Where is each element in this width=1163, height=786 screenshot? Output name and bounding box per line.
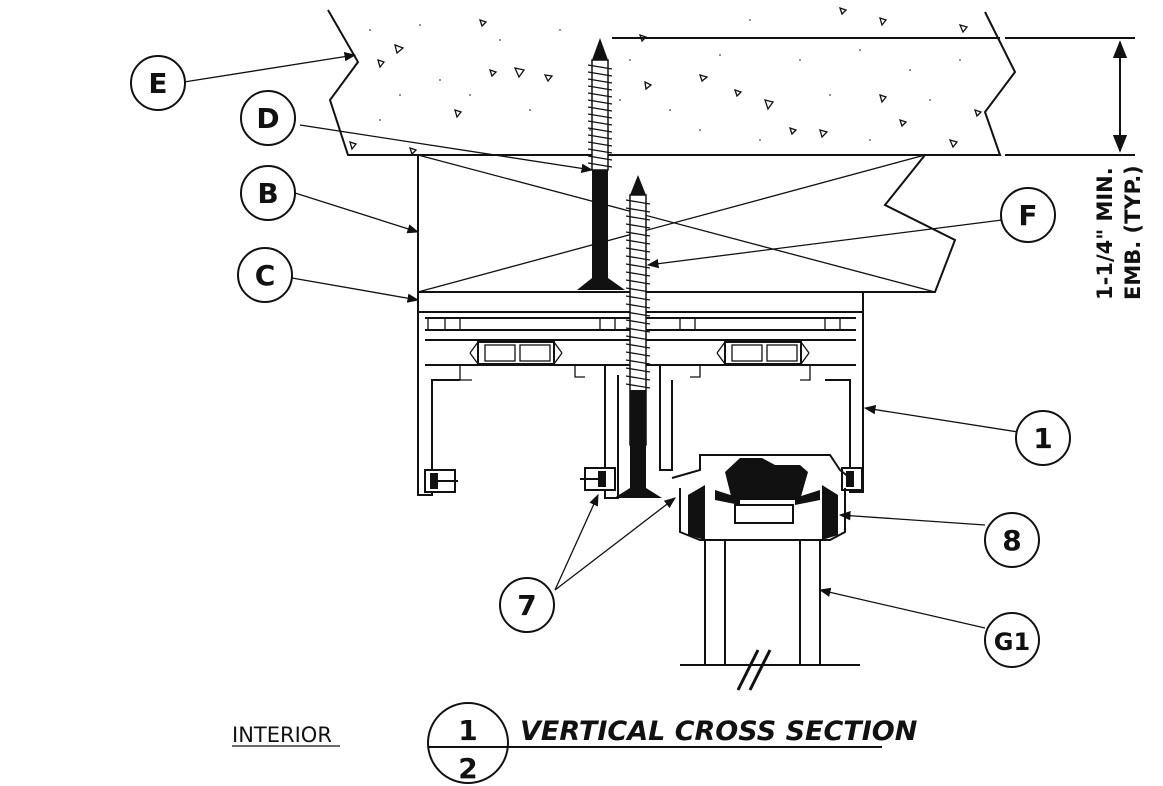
svg-text:F: F — [1018, 199, 1037, 232]
glass-unit — [680, 540, 860, 691]
svg-text:C: C — [255, 259, 276, 292]
callout-f: F — [1000, 187, 1056, 243]
fastener-d — [577, 38, 625, 290]
callout-b: B — [240, 165, 296, 221]
callout-c: C — [237, 247, 293, 303]
svg-text:8: 8 — [1002, 524, 1021, 557]
callout-e: E — [130, 55, 186, 111]
footer: INTERIOR 1 2 VERTICAL CROSS SECTION — [232, 702, 918, 785]
leader-lines — [183, 52, 1019, 629]
callout-d: D — [240, 90, 296, 146]
glazing-pocket — [671, 454, 851, 541]
svg-text:7: 7 — [517, 589, 536, 622]
drawing-title: VERTICAL CROSS SECTION — [520, 716, 918, 747]
aggregate-pattern — [349, 6, 983, 156]
svg-text:B: B — [257, 177, 278, 210]
callout-g1: G1 — [984, 612, 1040, 668]
detail-number: 1 — [458, 714, 477, 747]
dimension-line-2: EMB. (TYP.) — [1121, 165, 1145, 300]
concrete-substrate — [327, 6, 1017, 156]
fastener-f — [614, 175, 662, 498]
dimension-line-1: 1-1/4" MIN. — [1093, 167, 1117, 300]
svg-text:E: E — [148, 67, 167, 100]
callout-8: 8 — [984, 512, 1040, 568]
svg-text:1: 1 — [1033, 422, 1052, 455]
sand-dots — [369, 19, 961, 141]
wood-blocking — [417, 154, 957, 293]
callout-1: 1 — [1015, 410, 1071, 466]
svg-text:D: D — [256, 102, 279, 135]
interior-label: INTERIOR — [232, 723, 332, 747]
callout-7: 7 — [499, 577, 555, 633]
svg-text:G1: G1 — [994, 628, 1030, 656]
sheet-number: 2 — [458, 752, 477, 785]
embedment-dimension: 1-1/4" MIN. EMB. (TYP.) — [1005, 37, 1145, 300]
detail-bubble: 1 2 — [427, 702, 882, 785]
